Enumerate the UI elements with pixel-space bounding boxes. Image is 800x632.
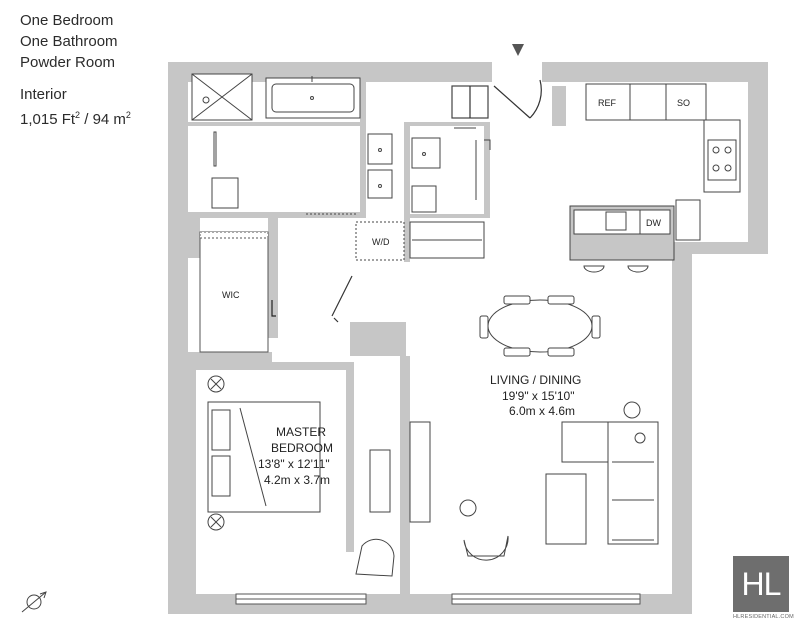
bedroom-imperial: 13'8" x 12'11" (258, 457, 330, 471)
unit-bedrooms: One Bedroom (20, 12, 114, 29)
north-arrow-icon (21, 591, 47, 613)
so-label: SO (677, 98, 690, 108)
living-name: LIVING / DINING (490, 373, 581, 387)
bedroom-furniture (204, 372, 431, 577)
dining-set (479, 295, 601, 357)
bedroom-metric: 4.2m x 3.7m (264, 473, 330, 487)
unit-bathrooms: One Bathroom (20, 33, 118, 50)
bedroom-name-1: MASTER (276, 425, 326, 439)
wic-label: WIC (222, 290, 240, 300)
brand-mark: HL (733, 556, 789, 612)
brand-url: HLRESIDENTIAL.COM (733, 614, 794, 620)
bedroom-door (331, 275, 353, 323)
entry-opening (492, 58, 542, 86)
interior-walls (188, 82, 566, 594)
entry-arrow-icon (512, 44, 524, 56)
bathroom-fixtures (191, 73, 491, 215)
entry-door (451, 79, 542, 119)
interior-area: 1,015 Ft2 / 94 m2 (20, 110, 131, 128)
unit-powder-room: Powder Room (20, 54, 116, 71)
brand-logo: HL HLRESIDENTIAL.COM (733, 556, 794, 620)
interior-label: Interior (20, 86, 67, 103)
wd-label: W/D (372, 237, 390, 247)
kitchen: REF SO DW (569, 83, 741, 273)
bedroom-name-2: BEDROOM (271, 441, 333, 455)
living-imperial: 19'9" x 15'10" (502, 389, 575, 403)
laundry-closet: W/D (355, 221, 485, 261)
wic-room (199, 231, 269, 353)
living-metric: 6.0m x 4.6m (509, 404, 575, 418)
windows (235, 593, 641, 605)
dw-label: DW (646, 218, 661, 228)
living-furniture (459, 401, 659, 561)
ref-label: REF (598, 98, 617, 108)
unit-info: One Bedroom One Bathroom Powder Room Int… (20, 10, 131, 130)
